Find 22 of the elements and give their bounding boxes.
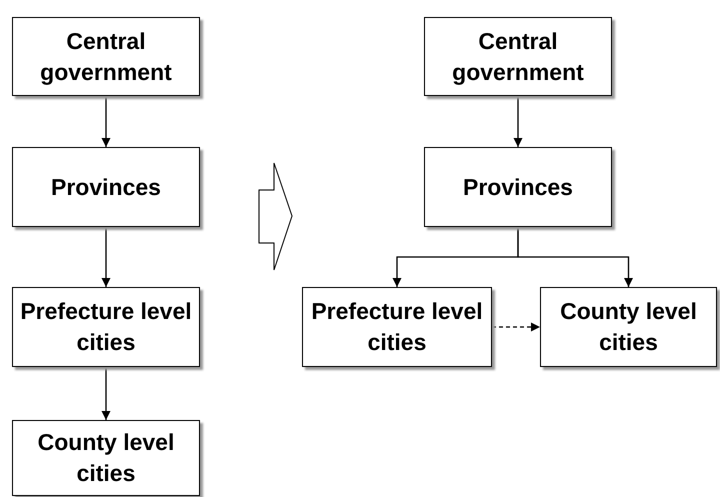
arrow bbox=[492, 322, 540, 332]
box bbox=[12, 147, 200, 227]
box bbox=[424, 17, 612, 96]
box-label: County level cities bbox=[36, 428, 176, 488]
arrow bbox=[517, 227, 633, 287]
arrow bbox=[102, 367, 110, 420]
box-label: County level cities bbox=[559, 297, 698, 357]
arrow bbox=[102, 96, 110, 147]
box bbox=[12, 287, 200, 367]
box-label: Prefecture level cities bbox=[310, 297, 484, 357]
box-label: Provinces bbox=[51, 172, 161, 202]
box bbox=[424, 147, 612, 227]
box-label: Prefecture level cities bbox=[19, 297, 193, 357]
arrow bbox=[514, 96, 522, 147]
box bbox=[12, 17, 200, 96]
box bbox=[12, 420, 200, 496]
box-label: Central government bbox=[451, 26, 585, 87]
box-label: Provinces bbox=[463, 172, 573, 202]
box-label: Central government bbox=[39, 26, 173, 87]
box bbox=[540, 287, 717, 367]
arrow bbox=[102, 227, 110, 287]
box bbox=[302, 287, 492, 367]
